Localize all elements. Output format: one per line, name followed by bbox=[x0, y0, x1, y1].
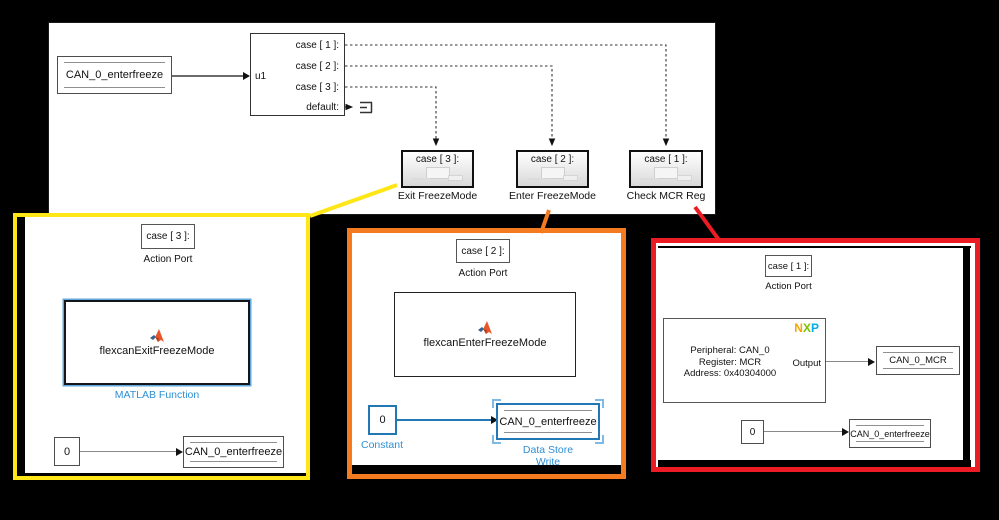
wire-arrowhead bbox=[491, 416, 498, 424]
wire-arrowhead bbox=[176, 448, 183, 456]
data-store-write-name-line2: Write bbox=[535, 456, 561, 468]
subsystem-check-label: Check MCR Reg bbox=[626, 190, 706, 202]
subsystem-check-mcr[interactable]: case [ 1 ]: bbox=[629, 150, 703, 188]
thumbnail-wire bbox=[640, 178, 658, 180]
constant-block[interactable]: 0 bbox=[741, 420, 764, 444]
switch-port-case3: case [ 3 ]: bbox=[295, 82, 339, 93]
matlab-function-name: flexcanExitFreezeMode bbox=[99, 344, 215, 357]
action-port-block[interactable]: case [ 1 ]: bbox=[765, 255, 812, 277]
subsystem-thumbnail bbox=[425, 167, 450, 179]
selection-handle bbox=[595, 399, 604, 408]
switch-port-case2: case [ 2 ]: bbox=[295, 61, 339, 72]
nxp-logo: NXP bbox=[794, 322, 819, 334]
wire-arrowhead bbox=[842, 428, 849, 436]
nxp-letter-x: X bbox=[802, 321, 811, 335]
data-store-read-block[interactable]: CAN_0_enterfreeze bbox=[57, 56, 172, 94]
selection-handle bbox=[595, 435, 604, 444]
subsystem-exit-label: Exit FreezeMode bbox=[397, 190, 478, 202]
subsystem-port-label: case [ 1 ]: bbox=[644, 154, 688, 165]
subsystem-thumbnail bbox=[654, 167, 678, 179]
thumbnail-wire bbox=[412, 178, 430, 180]
subsystem-port-label: case [ 2 ]: bbox=[530, 154, 575, 165]
thumbnail-block bbox=[677, 175, 692, 181]
data-store-write-block[interactable]: CAN_0_enterfreeze bbox=[492, 399, 604, 444]
register-address: Address: 0x40304000 bbox=[683, 368, 777, 379]
constant-value: 0 bbox=[379, 414, 386, 426]
constant-label: Constant bbox=[360, 439, 404, 451]
register-peripheral: Peripheral: CAN_0 bbox=[690, 345, 770, 356]
wire bbox=[80, 451, 177, 452]
switch-case-block[interactable]: u1 case [ 1 ]: case [ 2 ]: case [ 3 ]: d… bbox=[250, 33, 345, 116]
subsystem-enter-freezemode[interactable]: case [ 2 ]: bbox=[516, 150, 589, 188]
nxp-letter-n: N bbox=[794, 321, 803, 335]
switch-port-case1: case [ 1 ]: bbox=[295, 40, 339, 51]
callout-panel-check-mcr: case [ 1 ]: Action Port NXP Peripheral: … bbox=[651, 238, 980, 472]
action-port-label: Action Port bbox=[765, 281, 812, 292]
action-wires bbox=[345, 44, 670, 147]
data-store-write-mcr-block[interactable]: CAN_0_MCR bbox=[876, 346, 960, 375]
constant-block[interactable]: 0 bbox=[54, 437, 80, 466]
screenshot-edge bbox=[658, 460, 971, 467]
constant-value: 0 bbox=[63, 445, 71, 458]
action-port-block[interactable]: case [ 2 ]: bbox=[456, 239, 510, 263]
thumbnail-block bbox=[563, 175, 578, 181]
model-canvas: CAN_0_enterfreeze u1 case [ 1 ]: case [ … bbox=[48, 22, 716, 215]
nxp-register-block[interactable]: NXP Peripheral: CAN_0 Register: MCR Addr… bbox=[663, 318, 826, 403]
action-port-case-label: case [ 3 ]: bbox=[146, 231, 190, 242]
action-port-label: Action Port bbox=[143, 254, 193, 265]
output-port-label: Output bbox=[792, 358, 821, 369]
matlab-logo-icon bbox=[478, 320, 492, 334]
subsystem-enter-label: Enter FreezeMode bbox=[509, 190, 596, 202]
data-store-write-name-line1: Data Store bbox=[522, 444, 574, 456]
screenshot-edge bbox=[17, 473, 306, 476]
terminator-icon[interactable] bbox=[358, 101, 374, 114]
subsystem-thumbnail bbox=[540, 167, 565, 179]
selection-handle bbox=[492, 399, 501, 408]
screenshot-edge bbox=[658, 246, 971, 248]
screenshot-edge bbox=[352, 465, 621, 474]
thumbnail-wire bbox=[527, 178, 545, 180]
wire bbox=[764, 431, 843, 432]
thumbnail-block bbox=[448, 175, 463, 181]
action-port-case-label: case [ 1 ]: bbox=[767, 260, 810, 272]
subsystem-exit-freezemode[interactable]: case [ 3 ]: bbox=[401, 150, 474, 188]
switch-input-label: u1 bbox=[255, 71, 267, 82]
constant-block[interactable]: 0 bbox=[368, 405, 397, 435]
register-name: Register: MCR bbox=[698, 356, 762, 368]
wire bbox=[172, 75, 244, 77]
matlab-function-block[interactable]: flexcanEnterFreezeMode bbox=[394, 292, 576, 377]
data-store-write-mcr-label: CAN_0_MCR bbox=[889, 355, 947, 366]
data-store-write-block[interactable]: CAN_0_enterfreeze bbox=[183, 436, 284, 468]
register-info: Peripheral: CAN_0 Register: MCR Address:… bbox=[668, 345, 792, 380]
matlab-function-name: flexcanEnterFreezeMode bbox=[423, 336, 547, 349]
selection-handle bbox=[492, 435, 501, 444]
switch-port-default: default: bbox=[306, 102, 339, 113]
wire-arrowhead bbox=[868, 358, 875, 366]
wire-selected bbox=[397, 419, 493, 421]
constant-value: 0 bbox=[749, 426, 756, 438]
data-store-read-label: CAN_0_enterfreeze bbox=[65, 69, 164, 81]
action-port-case-label: case [ 2 ]: bbox=[461, 245, 505, 257]
callout-panel-enter-freezemode: case [ 2 ]: Action Port flexcanEnterFree… bbox=[347, 228, 626, 479]
action-port-block[interactable]: case [ 3 ]: bbox=[141, 224, 195, 249]
data-store-write-label: CAN_0_enterfreeze bbox=[850, 428, 930, 439]
wire-arrowhead bbox=[243, 72, 250, 80]
subsystem-port-label: case [ 3 ]: bbox=[415, 154, 460, 165]
nxp-letter-p: P bbox=[810, 321, 819, 335]
wire bbox=[826, 361, 869, 362]
data-store-write-block[interactable]: CAN_0_enterfreeze bbox=[849, 419, 931, 448]
screenshot-edge bbox=[17, 217, 25, 476]
action-port-label: Action Port bbox=[458, 268, 508, 279]
matlab-logo-icon bbox=[150, 328, 164, 342]
matlab-function-label: MATLAB Function bbox=[114, 389, 200, 401]
data-store-write-label: CAN_0_enterfreeze bbox=[499, 415, 597, 428]
screenshot-edge bbox=[963, 246, 970, 462]
callout-panel-exit-freezemode: case [ 3 ]: Action Port flexcanExitFreez… bbox=[13, 213, 310, 480]
data-store-write-label: CAN_0_enterfreeze bbox=[184, 446, 283, 458]
matlab-function-block[interactable]: flexcanExitFreezeMode bbox=[64, 300, 250, 385]
